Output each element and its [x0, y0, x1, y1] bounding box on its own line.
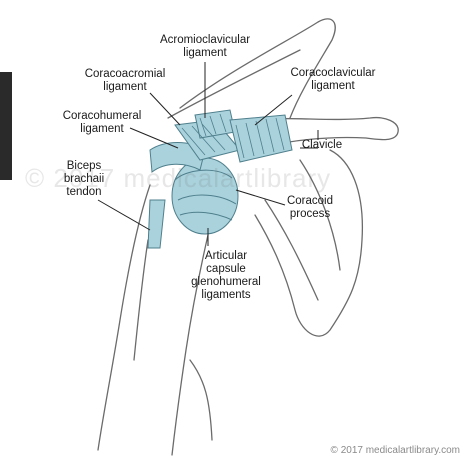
acromioclavicular-shape [195, 110, 235, 138]
label-clavicle: Clavicle [296, 139, 348, 152]
biceps-tendon-shape [148, 200, 165, 248]
label-coracoacromial: Coracoacromial ligament [72, 68, 178, 94]
label-coracoclavicular: Coracoclavicular ligament [280, 67, 386, 93]
copyright-credit: © 2017 medicalartlibrary.com [331, 445, 460, 456]
humerus-inner [134, 240, 148, 360]
label-biceps-tendon: Biceps brachaii tendon [54, 160, 114, 199]
label-coracohumeral: Coracohumeral ligament [50, 110, 154, 136]
label-acromioclavicular: Acromioclavicular ligament [150, 34, 260, 60]
humerus-shadow [190, 360, 212, 440]
humerus-lateral [98, 185, 150, 450]
label-coracoid-process: Coracoid process [278, 195, 342, 221]
label-articular-capsule: Articular capsule glenohumeral ligaments [178, 250, 274, 302]
